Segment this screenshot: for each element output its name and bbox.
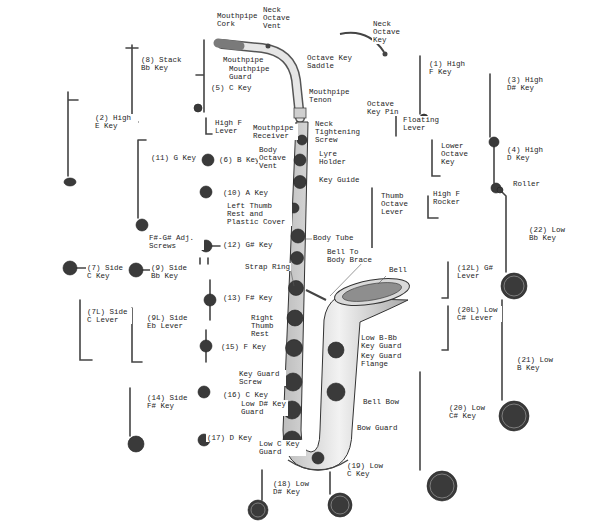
part-label: (20) Low C# Key (448, 404, 492, 420)
exploded-cups (63, 104, 529, 520)
part-label: Body Octave Vent (258, 146, 292, 170)
part-label: (6) B Key (218, 156, 261, 164)
body-tube (283, 122, 412, 470)
part-label: (15) F Key (220, 343, 267, 351)
part-label: (11) G Key (150, 154, 197, 162)
part-label: (9L) Side Eb Lever (146, 314, 192, 330)
part-label: (20L) Low C# Lever (456, 306, 502, 322)
part-label: (4) High D Key (506, 146, 550, 162)
part-label: Mouthpipe Cork (216, 12, 264, 28)
part-label: (21) Low B Key (516, 356, 560, 372)
part-label: F#-G# Adj. Screws (148, 234, 204, 250)
part-label: Neck Octave Vent (262, 6, 296, 30)
part-label: Strap Ring (244, 263, 291, 271)
part-label: Neck Tightening Screw (314, 120, 366, 144)
part-label: Right Thumb Rest (250, 314, 284, 338)
part-label: Key Guard Screw (238, 370, 286, 386)
part-label: Low C Key Guard (258, 440, 306, 456)
part-label: Bell (388, 266, 408, 274)
part-label: Neck Octave Key (372, 20, 406, 44)
part-label: (5) C Key (210, 84, 253, 92)
part-label: Low D# Key Guard (240, 400, 288, 416)
part-label: (1) High F Key (428, 60, 472, 76)
part-label: Floating Lever (402, 116, 446, 132)
cup-rims (251, 276, 526, 517)
part-label: High F Rocker (432, 190, 470, 206)
part-label: (13) F# Key (222, 294, 274, 302)
part-label: Low B-Bb Key Guard (360, 334, 406, 350)
part-label: Mouthpipe Tenon (308, 88, 356, 104)
part-label: Body Tube (312, 234, 355, 242)
part-label: Left Thumb Rest and Plastic Cover (226, 202, 292, 226)
part-label: Octave Key Saddle (306, 54, 356, 70)
part-label: (3) High D# Key (506, 76, 550, 92)
part-label: Key Guide (318, 176, 361, 184)
part-label: Bow Guard (356, 424, 399, 432)
part-label: (9) Side Bb Key (150, 264, 192, 280)
part-label: Octave Key Pin (366, 100, 406, 116)
part-label: (18) Low D# Key (272, 480, 316, 496)
part-label: (14) Side F# Key (146, 394, 192, 410)
part-label: Bell Bow (362, 398, 400, 406)
part-label: High F Lever (214, 119, 248, 135)
part-label: (17) D Key (206, 434, 253, 442)
part-label: Lower Octave Key (440, 142, 474, 166)
part-label: (12L) G# Lever (456, 264, 500, 280)
part-label: (2) High E Key (94, 114, 138, 130)
part-label: Bell To Body Brace (326, 248, 376, 264)
part-label: (7) Side C Key (86, 264, 128, 280)
part-label: Roller (512, 180, 541, 188)
part-label: (12) G# Key (222, 241, 274, 249)
part-label: Key Guard Flange (360, 352, 408, 368)
exploded-keys (68, 40, 506, 500)
part-label: (10) A Key (222, 189, 269, 197)
part-label: Mouthpipe Receiver (252, 124, 298, 140)
key-cups (283, 135, 345, 464)
part-label: Lyre Holder (318, 150, 352, 166)
part-label: Mouthpipe Guard (228, 65, 276, 81)
part-label: (8) Stack Bb Key (140, 56, 186, 72)
part-label: (7L) Side C Lever (86, 308, 132, 324)
part-label: Mouthpipe (222, 56, 265, 64)
part-label: (16) C Key (222, 391, 269, 399)
neck (218, 33, 388, 118)
part-label: Thumb Octave Lever (380, 192, 414, 216)
leader-lines (290, 239, 386, 296)
part-label: (19) Low C Key (346, 462, 390, 478)
part-label: (22) Low Bb Key (528, 226, 570, 242)
